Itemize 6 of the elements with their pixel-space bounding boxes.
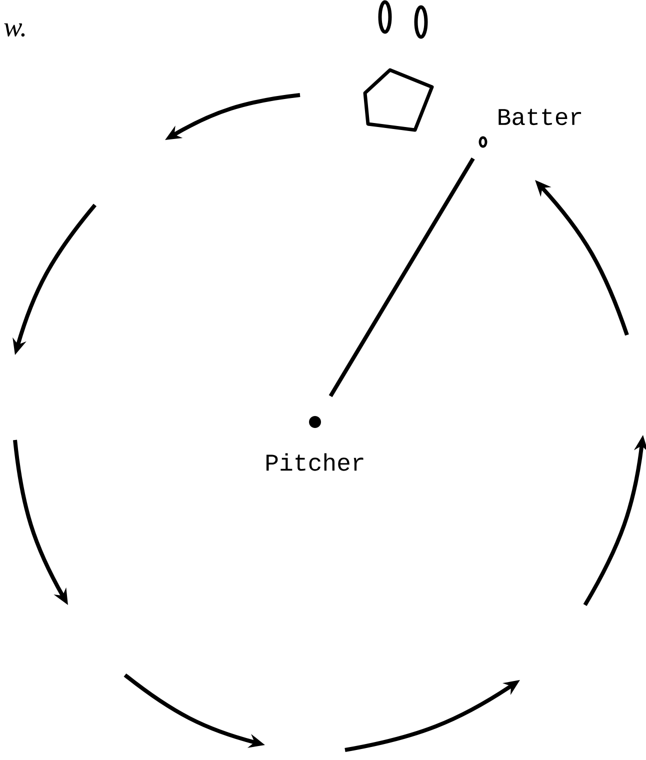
position-label: Pitcher <box>266 453 364 471</box>
position-dot <box>478 136 488 148</box>
position-label: Batter <box>498 108 582 126</box>
position-dot <box>309 416 321 428</box>
connecting-line <box>328 157 475 398</box>
text-fragment: w. <box>4 23 25 37</box>
